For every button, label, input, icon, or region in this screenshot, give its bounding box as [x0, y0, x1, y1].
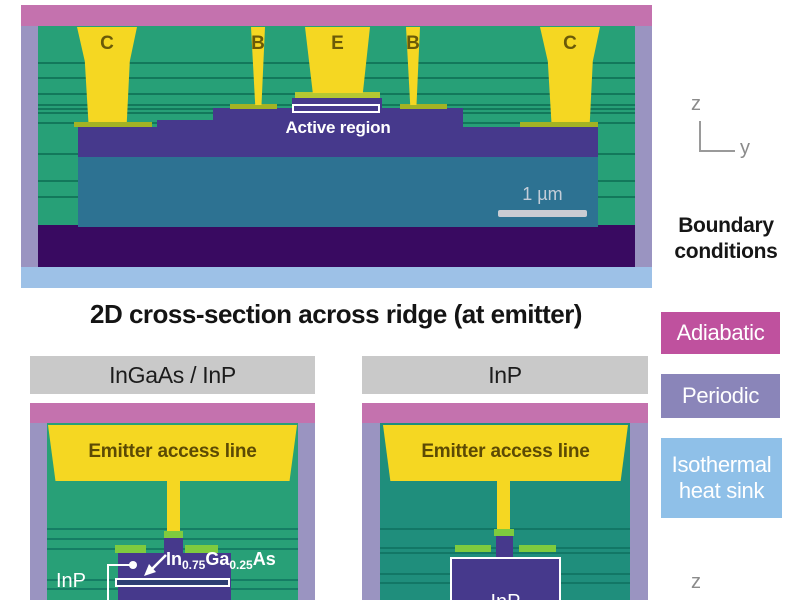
formula-el3: As	[252, 549, 276, 569]
base-pad-left	[230, 104, 277, 109]
base-ledge-left	[455, 545, 491, 552]
panel-header-inp: InP	[362, 356, 648, 394]
base-ledge-right	[519, 545, 556, 552]
contact-label-b-right: B	[406, 33, 420, 54]
scale-bar	[498, 210, 587, 217]
contact-label-c-right: C	[563, 33, 577, 54]
ridge-mesa	[118, 553, 231, 600]
arrow-pointer-icon	[144, 554, 167, 576]
bottom-axis-z-label: z	[691, 571, 701, 593]
collector-pad-right	[520, 122, 598, 127]
emitter-access-line-contact: Emitter access line	[383, 425, 628, 481]
scale-bar-label: 1 µm	[522, 184, 563, 204]
emitter-via	[167, 480, 180, 531]
emitter-post	[164, 538, 183, 556]
adiabatic-strip	[30, 403, 315, 423]
deep-substrate-region	[38, 225, 635, 267]
inp-callout-bracket	[107, 564, 109, 600]
base-ledge-left	[115, 545, 146, 553]
top-cross-section-diagram: C B E B C Active region 1 µm	[38, 26, 635, 267]
emitter-via	[497, 480, 510, 530]
emitter-cap-layer	[295, 92, 380, 99]
legend-adiabatic: Adiabatic	[661, 312, 780, 354]
terrace-step	[157, 120, 213, 132]
base-pad-right	[400, 104, 447, 109]
axis-y-label: y	[740, 137, 750, 159]
top-periodic-boundary-right	[635, 26, 652, 267]
formula-el2: Ga	[205, 549, 230, 569]
formula-el1: In	[166, 549, 182, 569]
cross-section-panel-ingaas-inp: Emitter access line InP In0.75Ga0.25As	[30, 403, 315, 600]
periodic-strip-right	[297, 423, 315, 600]
cross-section-panel-inp: Emitter access line InP	[362, 403, 648, 600]
active-region-outline	[292, 104, 380, 113]
legend-isothermal-heat-sink: Isothermal heat sink	[661, 438, 782, 518]
periodic-strip-left	[30, 423, 48, 600]
base-contact-right	[406, 27, 420, 105]
emitter-contact	[305, 27, 370, 93]
inp-block-outline: InP	[450, 557, 561, 600]
inp-material-label: InP	[56, 570, 87, 592]
periodic-strip-right	[630, 423, 648, 600]
adiabatic-strip	[362, 403, 648, 423]
contact-label-c-left: C	[100, 33, 114, 54]
emitter-post	[496, 536, 513, 560]
panel-header-ingaas-inp: InGaAs / InP	[30, 356, 315, 394]
emitter-cap	[494, 529, 514, 536]
top-periodic-boundary-left	[21, 26, 38, 267]
contact-label-b-left: B	[251, 33, 265, 54]
periodic-strip-left	[362, 423, 380, 600]
emitter-cap	[164, 531, 183, 538]
formula-frac2: 0.25	[229, 558, 253, 572]
top-adiabatic-boundary-strip	[21, 5, 652, 26]
inp-callout-line	[107, 564, 131, 566]
collector-pad-left	[74, 122, 152, 127]
section-title: 2D cross-section across ridge (at emitte…	[90, 299, 582, 329]
axis-z-label: z	[691, 93, 701, 115]
legend-periodic: Periodic	[661, 374, 780, 418]
ingaas-formula-label: In0.75Ga0.25As	[166, 549, 276, 572]
emitter-access-line-contact: Emitter access line	[48, 425, 297, 481]
boundary-conditions-heading: Boundary conditions	[674, 214, 778, 264]
base-contact-left	[251, 27, 265, 105]
axis-z-line	[699, 121, 701, 152]
top-heatsink-boundary-strip	[21, 267, 652, 288]
quantum-well-outline	[115, 578, 230, 587]
callout-dot	[129, 561, 137, 569]
contact-label-e: E	[331, 33, 344, 54]
axis-y-line	[699, 150, 735, 152]
base-ledge-right	[185, 545, 218, 553]
active-region-label: Active region	[285, 118, 391, 137]
formula-frac1: 0.75	[182, 558, 206, 572]
